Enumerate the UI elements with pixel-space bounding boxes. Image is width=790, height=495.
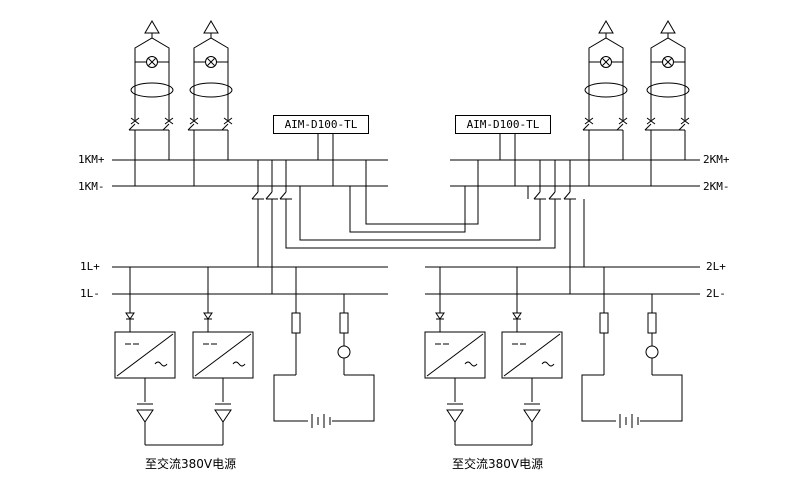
feeder-1-current-sensor-icon <box>130 82 174 98</box>
tie-switch-left-0 <box>251 191 259 200</box>
feeder-4-lamp-icon <box>662 56 674 68</box>
feeder-3-cable <box>588 37 624 62</box>
bus-label-1l-neg: 1L- <box>80 287 100 300</box>
cross-tie-3 <box>349 186 466 233</box>
charger-1-transformer-icon <box>136 409 154 423</box>
feeder-3-breaker <box>618 117 628 125</box>
monitor-label-right: AIM-D100-TL <box>466 118 540 131</box>
feeder-2-lamp-icon <box>205 56 217 68</box>
feeder-2-breaker <box>223 117 233 125</box>
feeder-4-terminal-icon <box>660 20 676 34</box>
charger-2-box <box>194 333 252 377</box>
monitor-box-left: AIM-D100-TL <box>273 115 369 134</box>
bus-label-1km-pos: 1KM+ <box>78 153 105 166</box>
feeder-1-cable <box>134 37 170 62</box>
charger-3-transformer-icon <box>446 409 464 423</box>
charger-3-ac-icon <box>464 361 478 367</box>
tie-switch-left-2 <box>279 191 287 200</box>
charger-4-ac-icon <box>541 361 555 367</box>
monitor-label-left: AIM-D100-TL <box>284 118 358 131</box>
feeder-2-switch <box>221 123 229 131</box>
charger-1-box <box>116 333 174 377</box>
feeder-3-lamp-icon <box>602 58 610 66</box>
feeder-4-breaker <box>680 117 690 125</box>
feeder-3-switch <box>616 123 624 131</box>
ac-source-note-left: 至交流380V电源 <box>145 457 237 471</box>
charger-4-diode-icon <box>512 312 522 320</box>
feeder-3-current-sensor-icon <box>584 82 628 98</box>
feeder-3-breaker <box>584 117 594 125</box>
bus-label-2km-neg: 2KM- <box>703 180 730 193</box>
battery-branch-left-meter-icon <box>337 345 351 359</box>
charger-4-box <box>503 333 561 377</box>
tie-switch-right-1 <box>548 191 556 200</box>
feeder-2-terminal-icon <box>203 20 219 34</box>
charger-2-diode-icon <box>203 312 213 320</box>
feeder-1-switch <box>128 123 136 131</box>
feeder-1-lamp-icon <box>146 56 158 68</box>
wiring-lines <box>112 20 700 446</box>
feeder-4-cable <box>650 37 686 62</box>
feeder-1-breaker <box>130 117 140 125</box>
battery-branch-right-battery-gap <box>616 413 640 429</box>
feeder-4-switch <box>644 123 652 131</box>
battery-branch-left-fuse-icon <box>339 312 349 334</box>
feeder-2-switch <box>187 123 195 131</box>
feeder-2-breaker <box>189 117 199 125</box>
charger-1-diode-icon <box>125 312 135 320</box>
charger-1-ac-icon <box>154 361 168 367</box>
cross-tie-4 <box>365 160 479 225</box>
feeder-3-terminal-icon <box>598 20 614 34</box>
battery-branch-right-fuse-icon <box>599 312 609 334</box>
bus-label-2l-pos: 2L+ <box>706 260 726 273</box>
feeder-4-breaker <box>646 117 656 125</box>
battery-branch-right-fuse-icon <box>647 312 657 334</box>
feeder-4-current-sensor-icon <box>646 82 690 98</box>
cross-tie-1 <box>285 199 556 249</box>
battery-branch-left-battery-gap <box>308 413 332 429</box>
feeder-1-switch <box>162 123 170 131</box>
feeder-4-switch <box>678 123 686 131</box>
bus-label-2l-neg: 2L- <box>706 287 726 300</box>
battery-branch-right-meter-icon <box>645 345 659 359</box>
feeder-1-breaker <box>164 117 174 125</box>
charger-3-diode-icon <box>435 312 445 320</box>
feeder-2-cable <box>193 37 229 62</box>
feeder-3-switch <box>582 123 590 131</box>
cross-tie-2 <box>299 199 541 241</box>
feeder-3-lamp-icon <box>600 56 612 68</box>
bus-label-2km-pos: 2KM+ <box>703 153 730 166</box>
feeder-2-current-sensor-icon <box>189 82 233 98</box>
tie-switch-right-2 <box>563 191 571 200</box>
tie-switch-right-0 <box>533 191 541 200</box>
charger-2-transformer-icon <box>214 409 232 423</box>
feeder-1-terminal-icon <box>144 20 160 34</box>
feeder-2-lamp-icon <box>207 58 215 66</box>
bus-label-1km-neg: 1KM- <box>78 180 105 193</box>
feeder-4-lamp-icon <box>664 58 672 66</box>
tie-switch-left-1 <box>265 191 273 200</box>
charger-2-ac-icon <box>232 361 246 367</box>
monitor-box-right: AIM-D100-TL <box>455 115 551 134</box>
charger-4-transformer-icon <box>523 409 541 423</box>
battery-branch-left-fuse-icon <box>291 312 301 334</box>
feeder-1-lamp-icon <box>148 58 156 66</box>
charger-3-box <box>426 333 484 377</box>
ac-source-note-right: 至交流380V电源 <box>452 457 544 471</box>
bus-label-1l-pos: 1L+ <box>80 260 100 273</box>
